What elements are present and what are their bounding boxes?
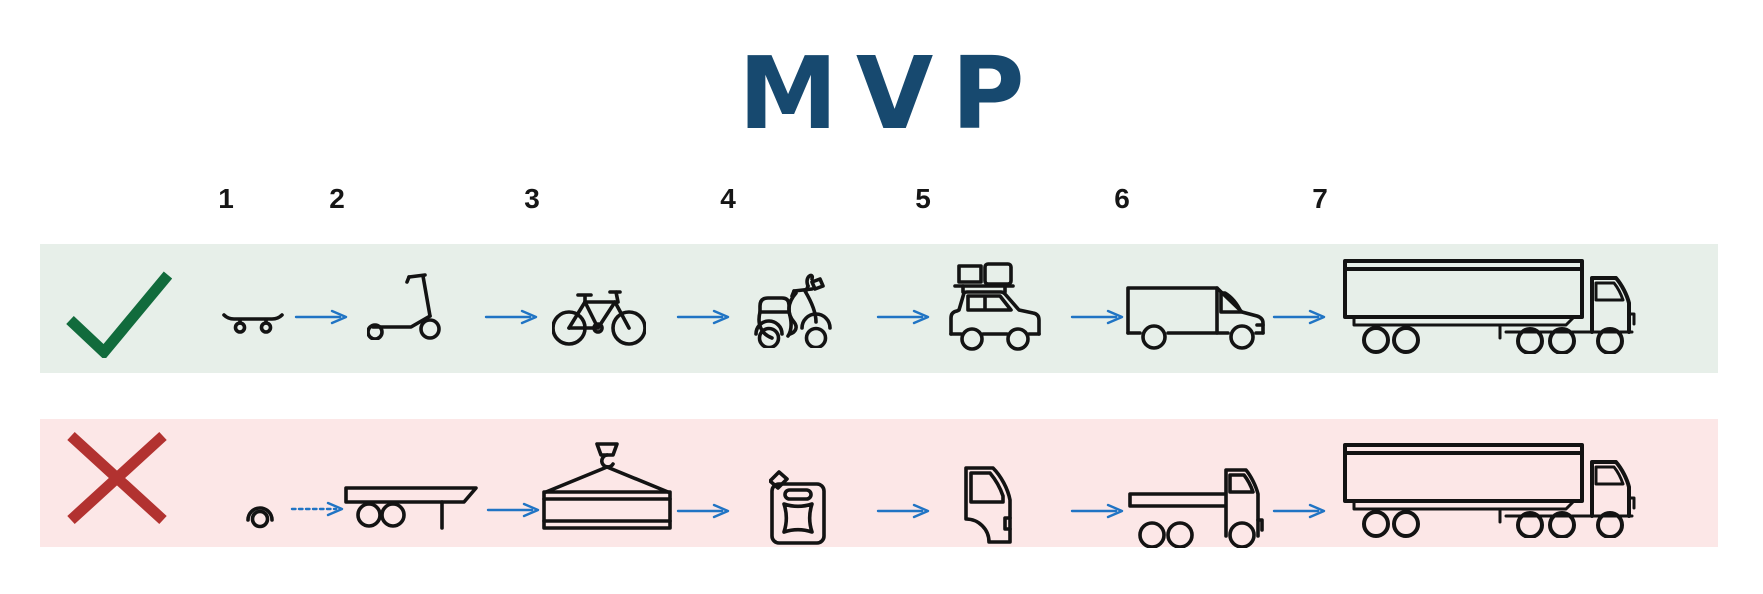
arrow-right-icon (676, 309, 732, 325)
page-title: MVP (738, 35, 1043, 152)
kick-scooter-icon (367, 272, 443, 340)
step-number-6: 6 (1114, 183, 1130, 214)
arrow-right-icon (1272, 503, 1328, 519)
arrow-right-icon (1070, 503, 1126, 519)
car-roof-luggage-icon (947, 262, 1043, 352)
semi-truck-icon (1342, 258, 1638, 354)
step-number-2: 2 (329, 183, 345, 214)
arrow-right-icon (294, 309, 350, 325)
jerry-can-icon (769, 470, 827, 546)
step-number-4: 4 (720, 183, 736, 214)
truck-chassis-icon (1128, 464, 1266, 548)
arrow-right-icon (486, 502, 542, 518)
cross-icon (66, 431, 168, 525)
arrow-right-icon (1272, 309, 1328, 325)
step-number-3: 3 (524, 183, 540, 214)
wheel-icon (246, 500, 274, 530)
van-icon (1125, 285, 1271, 351)
semi-truck-icon (1342, 442, 1638, 538)
moped-icon (752, 270, 842, 348)
valid-row-band (40, 244, 1718, 373)
arrow-right-icon (876, 309, 932, 325)
flatbed-trailer-icon (344, 485, 478, 531)
arrow-right-icon (290, 501, 346, 517)
arrow-right-icon (676, 503, 732, 519)
invalid-row-band (40, 419, 1718, 547)
arrow-right-icon (484, 309, 540, 325)
step-number-7: 7 (1312, 183, 1328, 214)
arrow-right-icon (1070, 309, 1126, 325)
bicycle-icon (552, 290, 646, 346)
checkmark-icon (66, 270, 172, 358)
skateboard-icon (222, 309, 284, 334)
step-number-1: 1 (218, 183, 234, 214)
step-number-5: 5 (915, 183, 931, 214)
truck-door-icon (964, 466, 1016, 544)
crane-slab-icon (540, 442, 674, 530)
arrow-right-icon (876, 503, 932, 519)
